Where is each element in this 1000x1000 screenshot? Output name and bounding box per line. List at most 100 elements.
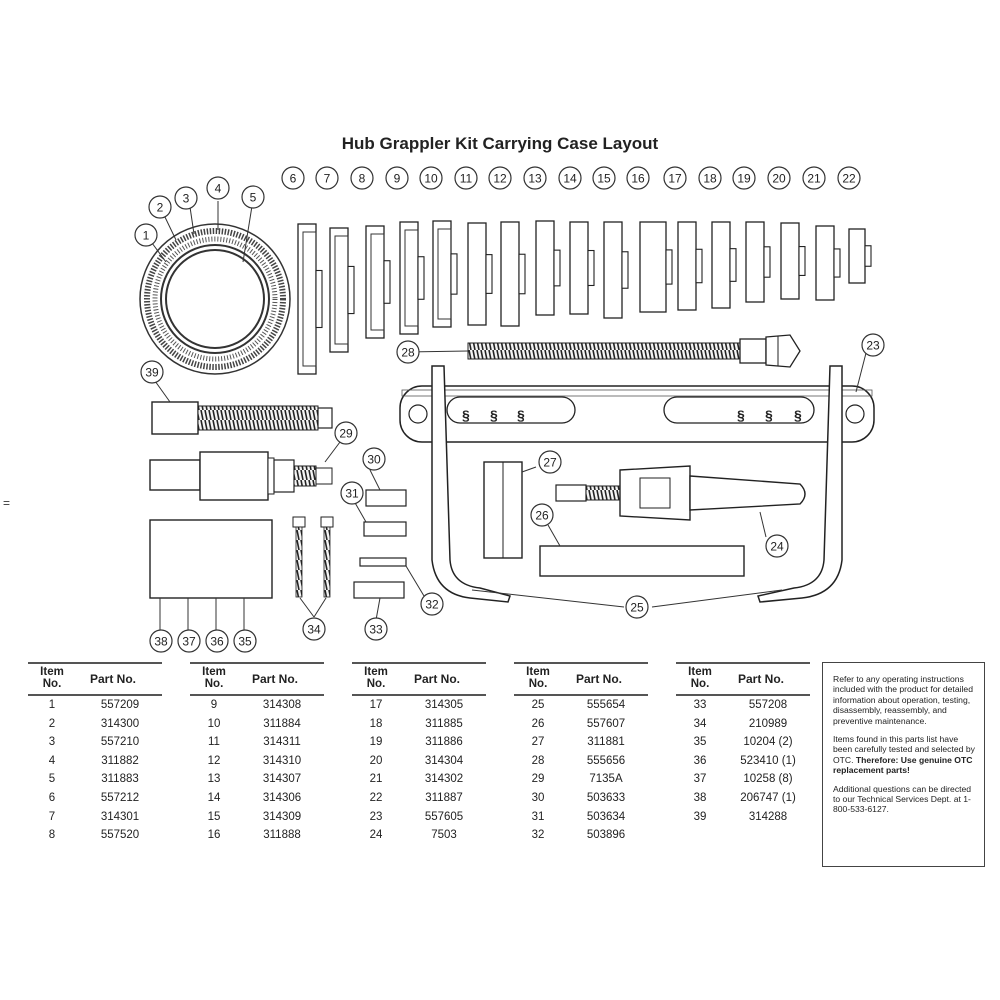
adapter-29 — [149, 451, 333, 501]
table-row: 4 311882 — [28, 753, 162, 769]
callout-number: 2 — [157, 201, 164, 215]
part-number: 10204 (2) — [743, 736, 793, 749]
item-number: 19 — [369, 736, 383, 749]
part-number: 311888 — [263, 829, 301, 842]
callout-23: 23 — [861, 333, 885, 357]
callout-number: 37 — [182, 635, 196, 649]
adapter-disc — [745, 221, 771, 303]
item-number: 39 — [693, 810, 707, 823]
callout-25: 25 — [625, 595, 649, 619]
callout-29: 29 — [334, 421, 358, 445]
page-title: Hub Grappler Kit Carrying Case Layout — [341, 134, 659, 153]
part-number: 10258 (8) — [743, 773, 793, 786]
item-number: 14 — [207, 792, 221, 804]
note-paragraph-contact: Additional questions can be directed to … — [833, 783, 972, 815]
item-number: 20 — [369, 754, 383, 767]
callout-number: 22 — [842, 172, 856, 186]
part-number: 314302 — [424, 773, 464, 786]
forcing-screw — [467, 334, 801, 368]
callout-number: 3 — [183, 192, 190, 206]
header-item-no: Item No. — [688, 666, 712, 690]
header-item-no: Item No. — [40, 666, 64, 690]
callout-number: 10 — [424, 172, 438, 186]
yoke-frame: § § § § § § — [399, 365, 875, 603]
note-genuine-bold: Therefore: Use genuine OTC replacement p… — [833, 754, 973, 776]
part-number: 557212 — [100, 792, 140, 804]
callout-number: 15 — [597, 172, 611, 186]
part-number: 503896 — [586, 829, 626, 842]
callout-33: 33 — [364, 617, 388, 641]
part-number: 523410 (1) — [740, 754, 796, 767]
callout-21: 21 — [802, 166, 826, 190]
adapter-disc — [848, 228, 872, 284]
callout-number: 35 — [238, 635, 252, 649]
item-number: 11 — [208, 736, 220, 749]
callout-37: 37 — [177, 629, 201, 653]
callout-17: 17 — [663, 166, 687, 190]
table-header-rule — [190, 694, 324, 696]
part-number: 311882 — [101, 754, 139, 767]
header-part-no: Part No. — [252, 672, 299, 686]
svg-text:§: § — [517, 407, 525, 423]
table-top-rule — [190, 662, 324, 664]
part-number: 555654 — [586, 699, 626, 711]
item-number: 8 — [48, 829, 56, 842]
stray-mark: = — [3, 496, 11, 510]
item-number: 30 — [531, 792, 545, 804]
adapter-disc — [432, 220, 458, 328]
callout-9: 9 — [385, 166, 409, 190]
callout-1: 1 — [134, 223, 158, 247]
part-number: 314308 — [262, 699, 302, 711]
note-paragraph-operating: Refer to any operating instructions incl… — [833, 674, 973, 726]
info-note-box: Refer to any operating instructions incl… — [822, 662, 985, 867]
callout-number: 12 — [493, 172, 507, 186]
callout-10: 10 — [419, 166, 443, 190]
adapter-disc — [677, 221, 703, 311]
callout-number: 27 — [543, 456, 557, 470]
callout-36: 36 — [205, 629, 229, 653]
item-number: 26 — [531, 717, 545, 730]
part-number: 503634 — [586, 810, 626, 823]
item-number: 35 — [693, 736, 707, 749]
svg-text:§: § — [490, 407, 498, 423]
callout-number: 23 — [866, 339, 880, 353]
table-header-rule — [514, 694, 648, 696]
item-number: 4 — [48, 754, 56, 767]
case-block — [149, 519, 273, 599]
callout-number: 17 — [668, 172, 682, 186]
callout-11: 11 — [454, 166, 478, 190]
callout-16: 16 — [626, 166, 650, 190]
callout-number: 18 — [703, 172, 717, 186]
item-number: 23 — [369, 810, 383, 823]
callout-number: 7 — [324, 172, 331, 186]
callout-31: 31 — [340, 481, 364, 505]
item-number: 13 — [207, 773, 221, 786]
bolts-34 — [292, 516, 334, 598]
callout-number: 11 — [460, 172, 473, 186]
adapter-disc — [603, 221, 629, 319]
item-number: 12 — [207, 754, 221, 767]
callout-number: 4 — [215, 182, 222, 196]
header-item-no: Item No. — [202, 666, 226, 690]
callout-26: 26 — [530, 503, 554, 527]
adapter-39 — [151, 401, 333, 435]
part-number: 557209 — [100, 699, 140, 711]
part-number: 314300 — [100, 717, 140, 730]
adapter-disc — [780, 222, 806, 300]
